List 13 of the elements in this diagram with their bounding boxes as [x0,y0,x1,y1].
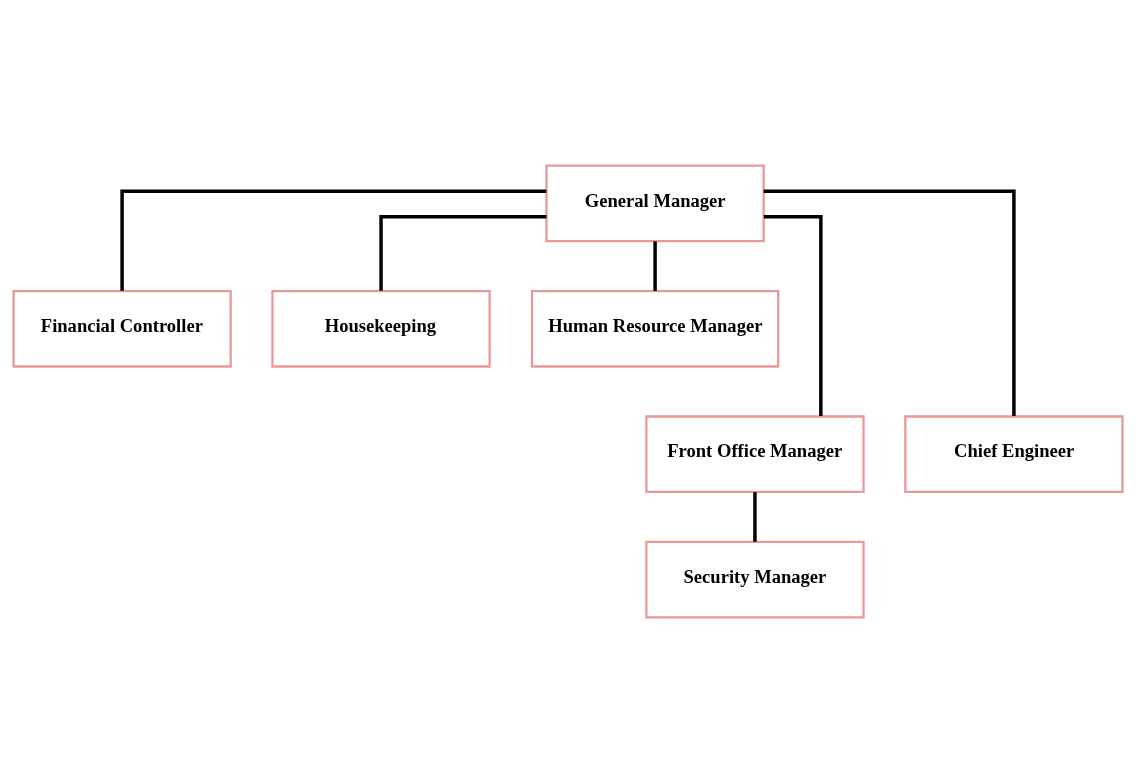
node-box: Human Resource Manager [530,289,780,368]
connector [753,492,757,542]
connector [120,189,547,291]
node-box: Chief Engineer [904,415,1124,494]
node-box: Security Manager [645,540,865,619]
node-box: Financial Controller [12,289,232,368]
node-box: Front Office Manager [645,415,865,494]
connector [763,215,823,417]
connector [763,189,1016,416]
connector [379,215,547,291]
connector [653,241,657,291]
node-box: General Manager [545,164,765,243]
node-box: Housekeeping [271,289,491,368]
